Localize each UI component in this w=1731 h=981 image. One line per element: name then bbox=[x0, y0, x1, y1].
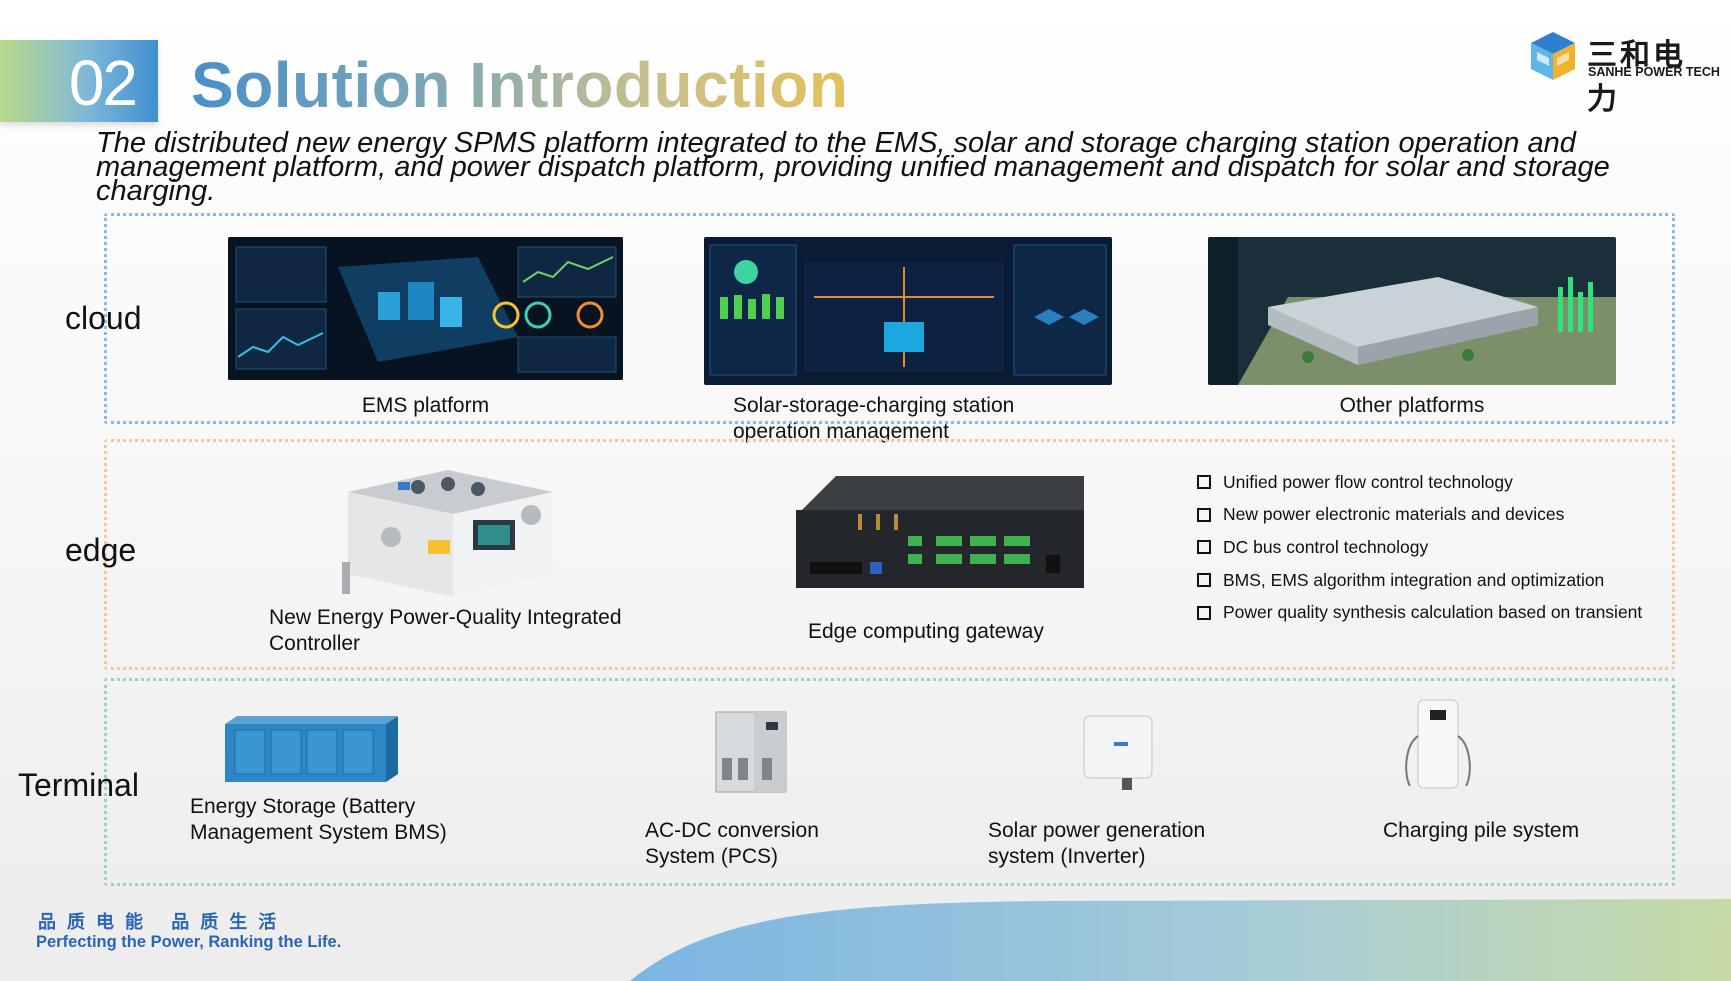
feature-item: BMS, EMS algorithm integration and optim… bbox=[1197, 564, 1677, 597]
cloud-tier-box bbox=[104, 213, 1675, 424]
logo-name-en: SANHE POWER TECH bbox=[1588, 65, 1720, 79]
logo-name-cn: 三和电力 bbox=[1587, 38, 1686, 117]
edge-tier-box bbox=[104, 439, 1675, 670]
checkbox-icon bbox=[1197, 605, 1211, 620]
page-title: Solution Introduction bbox=[191, 49, 849, 121]
checkbox-icon bbox=[1197, 540, 1211, 555]
inverter-image bbox=[1080, 712, 1158, 792]
section-number: 02 bbox=[68, 47, 138, 119]
inverter-caption: Solar power generation system (Inverter) bbox=[988, 819, 1206, 868]
ems-platform-caption: EMS platform bbox=[361, 394, 490, 417]
terminal-tier-label: Terminal bbox=[18, 767, 139, 803]
intro-paragraph: The distributed new energy SPMS platform… bbox=[96, 127, 1610, 207]
charging-pile-caption: Charging pile system bbox=[1383, 819, 1580, 842]
logo-mark-icon bbox=[1531, 32, 1575, 80]
feature-item: Unified power flow control technology bbox=[1197, 466, 1677, 499]
edge-gateway-image bbox=[796, 470, 1084, 592]
company-logo: 三和电力 SANHE POWER TECH bbox=[1525, 28, 1720, 117]
section-number-badge: 02 bbox=[0, 40, 158, 122]
feature-item: Power quality synthesis calculation base… bbox=[1197, 596, 1677, 629]
checkbox-icon bbox=[1197, 507, 1211, 522]
energy-storage-caption: Energy Storage (Battery Management Syste… bbox=[190, 795, 447, 844]
checkbox-icon bbox=[1197, 573, 1211, 588]
feature-item: New power electronic materials and devic… bbox=[1197, 499, 1677, 532]
checkbox-icon bbox=[1197, 475, 1211, 490]
pcs-caption: AC-DC conversion System (PCS) bbox=[645, 819, 819, 868]
slogan-en: Perfecting the Power, Ranking the Life. bbox=[36, 933, 342, 951]
edge-gateway-caption: Edge computing gateway bbox=[808, 620, 1044, 643]
footer-wave-decoration bbox=[630, 899, 1731, 981]
energy-storage-image bbox=[225, 716, 398, 784]
edge-tier-label: edge bbox=[65, 532, 137, 568]
cloud-tier-label: cloud bbox=[65, 300, 142, 336]
ems-platform-screenshot bbox=[228, 237, 623, 380]
feature-item: DC bus control technology bbox=[1197, 531, 1677, 564]
other-platforms-screenshot bbox=[1208, 237, 1616, 385]
charging-pile-image bbox=[1398, 696, 1476, 791]
power-quality-controller-caption: New Energy Power-Quality Integrated Cont… bbox=[269, 606, 622, 655]
feature-list: Unified power flow control technology Ne… bbox=[1197, 466, 1677, 629]
power-quality-controller-image bbox=[338, 462, 560, 602]
terminal-tier-box bbox=[104, 678, 1675, 886]
slogan-cn: 品质电能 品质生活 bbox=[38, 912, 288, 933]
station-operation-screenshot bbox=[704, 237, 1112, 385]
other-platforms-caption: Other platforms bbox=[1339, 394, 1485, 417]
station-operation-caption: Solar-storage-charging station operation… bbox=[733, 394, 1015, 443]
pcs-cabinet-image bbox=[714, 708, 790, 796]
